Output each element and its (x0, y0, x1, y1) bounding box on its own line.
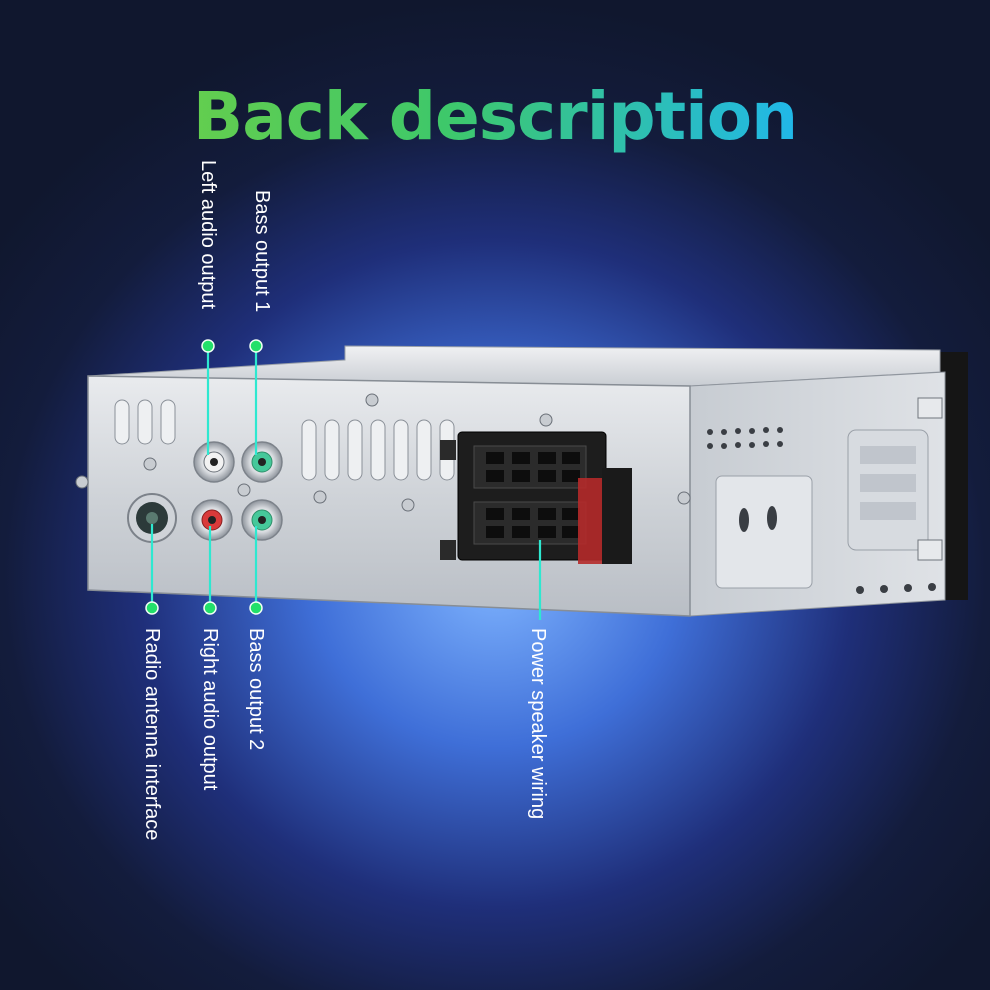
rca-right-audio (191, 499, 233, 541)
iso-power-connector (440, 431, 632, 564)
rca-left-audio (193, 441, 235, 483)
panel-vents-middle (301, 419, 455, 481)
callout-lines (150, 346, 542, 620)
rca-bass-1 (241, 441, 283, 483)
label-bass-output-1: Bass output 1 (251, 190, 273, 313)
screws (75, 393, 691, 512)
side-vents (707, 427, 936, 594)
label-right-audio-output: Right audio output (199, 628, 221, 791)
label-bass-output-2: Bass output 2 (245, 628, 267, 751)
side-bracket (715, 475, 813, 589)
label-power-speaker-wiring: Power speaker wiring (527, 628, 549, 820)
label-radio-antenna-interface: Radio antenna interface (141, 628, 163, 841)
callout-dots (145, 339, 263, 615)
label-left-audio-output: Left audio output (197, 160, 219, 310)
page-title: Back description (0, 78, 990, 155)
panel-vents-left (114, 399, 176, 445)
rca-bass-2 (241, 499, 283, 541)
antenna-socket (127, 493, 177, 543)
